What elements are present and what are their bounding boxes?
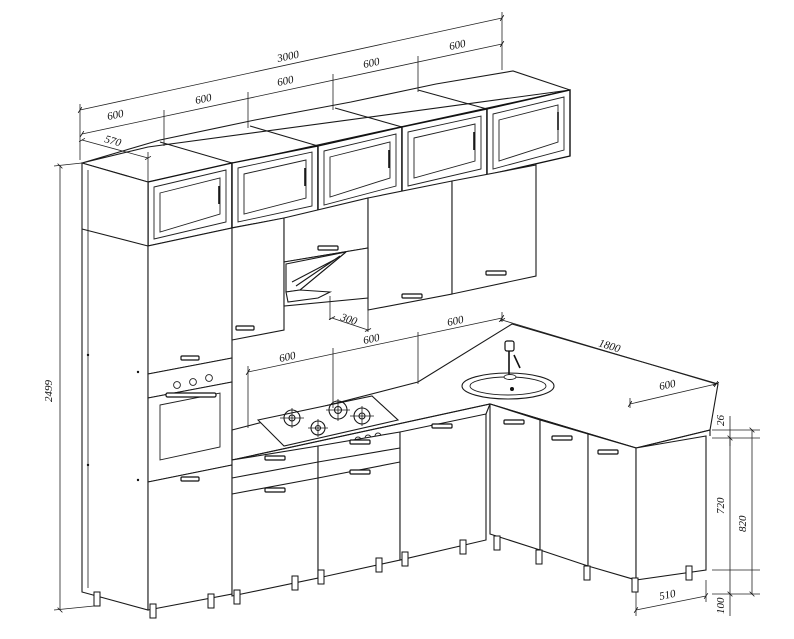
dimension-labels: 3000 600 600 600 600 600 570 300 600 600… (43, 38, 749, 614)
dim-600-upper-2: 600 (194, 92, 213, 107)
dim-600-base-3: 600 (446, 314, 465, 329)
dim-300: 300 (338, 311, 359, 328)
dim-600-base-1: 600 (278, 350, 297, 365)
dim-3000: 3000 (275, 49, 300, 66)
dim-570: 570 (103, 133, 123, 149)
dim-720: 720 (715, 497, 727, 514)
dim-600-base-2: 600 (362, 332, 381, 347)
tall-column-cabinet (81, 162, 233, 619)
dim-600-upper-3: 600 (276, 74, 295, 89)
dim-2499: 2499 (43, 380, 55, 403)
dimension-lines (53, 12, 760, 616)
base-cabinets-right (485, 403, 707, 593)
dim-510: 510 (658, 588, 677, 603)
dim-820: 820 (737, 515, 749, 532)
dim-600-upper-1: 600 (106, 108, 125, 123)
range-hood (283, 247, 369, 307)
dim-26: 26 (715, 415, 727, 427)
base-cabinets-left (207, 413, 487, 609)
middle-upper-units (231, 164, 537, 341)
dim-600-upper-5: 600 (448, 38, 467, 53)
dim-600-right: 600 (658, 378, 677, 393)
dim-600-upper-4: 600 (362, 56, 381, 71)
dim-100: 100 (715, 597, 727, 614)
